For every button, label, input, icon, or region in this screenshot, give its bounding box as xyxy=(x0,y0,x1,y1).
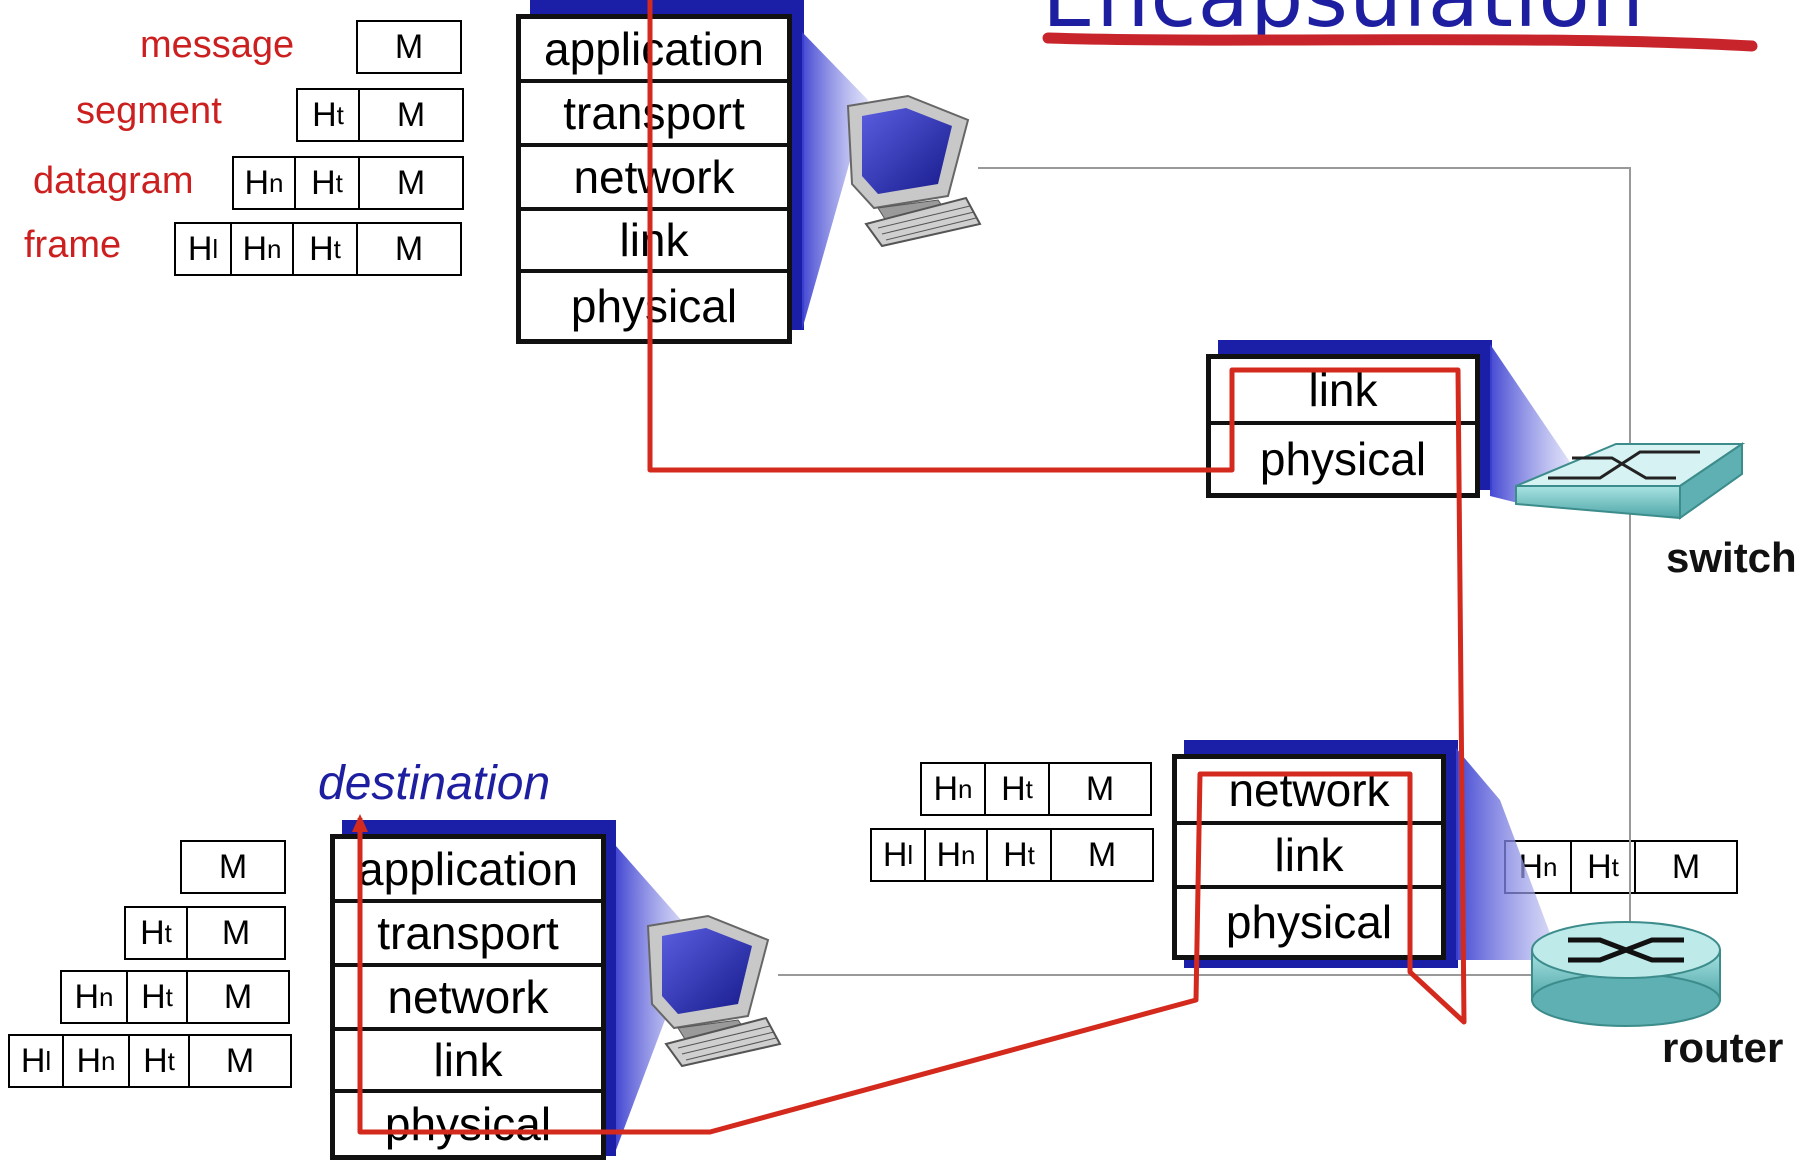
router-label: router xyxy=(1662,1024,1784,1071)
layer-link: link xyxy=(521,211,787,273)
payload-cell: M xyxy=(356,20,462,74)
switch-stack: link physical xyxy=(1206,354,1480,498)
layer-transport: transport xyxy=(335,903,601,967)
dest-stack: application transport network link physi… xyxy=(330,834,606,1160)
label-message: message xyxy=(140,24,295,66)
dest-message-packet: M xyxy=(180,840,286,894)
label-frame: frame xyxy=(24,224,122,266)
layer-link: link xyxy=(1177,825,1441,889)
desktop-computer-icon xyxy=(846,94,982,248)
layer-transport: transport xyxy=(521,83,787,147)
label-segment: segment xyxy=(76,90,222,132)
payload-cell: M xyxy=(358,156,464,210)
payload-cell: M xyxy=(356,222,462,276)
layer-physical: physical xyxy=(384,1098,552,1150)
layer-application: application xyxy=(335,839,601,903)
data-path xyxy=(357,0,1467,1135)
layer-physical: physical xyxy=(1225,896,1393,948)
arrowhead-icon xyxy=(352,814,368,832)
destination-label: destination xyxy=(318,757,551,810)
switch-icon xyxy=(1515,442,1746,520)
payload-cell: M xyxy=(358,88,464,142)
layer-application: application xyxy=(521,19,787,83)
payload-cell: M xyxy=(186,906,286,960)
message-packet: M xyxy=(356,20,462,74)
payload-cell: M xyxy=(186,970,290,1024)
label-datagram: datagram xyxy=(33,160,194,202)
payload-cell: M xyxy=(1634,840,1738,894)
payload-cell: M xyxy=(1048,762,1152,816)
layer-physical: physical xyxy=(1259,433,1427,485)
layer-physical: physical xyxy=(570,280,738,332)
router-icon xyxy=(1531,921,1721,1027)
layer-network: network xyxy=(521,147,787,211)
link-source-switch-router xyxy=(978,167,1631,970)
title-underline xyxy=(1042,32,1758,52)
router-stack: network link physical xyxy=(1172,754,1446,960)
layer-network: network xyxy=(335,967,601,1031)
switch-fan xyxy=(1490,344,1570,506)
layer-link: link xyxy=(335,1031,601,1093)
switch-label: switch xyxy=(1666,534,1797,581)
desktop-computer-icon xyxy=(646,914,782,1068)
source-stack: application transport network link physi… xyxy=(516,14,792,344)
payload-cell: M xyxy=(180,840,286,894)
layer-link: link xyxy=(1211,359,1475,425)
payload-cell: M xyxy=(188,1034,292,1088)
payload-cell: M xyxy=(1050,828,1154,882)
router-fan xyxy=(1456,748,1560,960)
